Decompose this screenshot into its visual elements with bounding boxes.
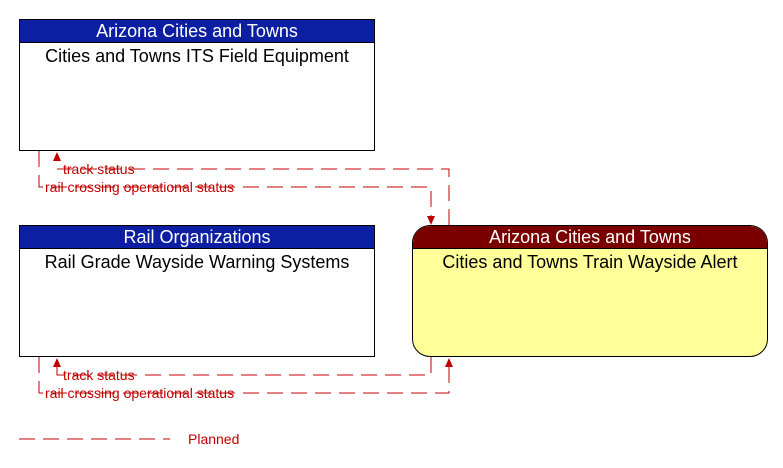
- arrowhead-icon: [53, 358, 61, 367]
- element-owner: Rail Organizations: [20, 226, 374, 249]
- flow-label-bottom-crossing: rail crossing operational status: [45, 385, 234, 401]
- flow-line-top-track[interactable]: [56, 160, 450, 225]
- arrowhead-icon: [445, 358, 453, 367]
- flow-line-bottom-crossing[interactable]: [38, 357, 450, 394]
- element-name: Cities and Towns Train Wayside Alert: [442, 252, 738, 272]
- arrowhead-icon: [53, 152, 61, 161]
- flow-label-top-track: track status: [63, 161, 135, 177]
- flow-label-top-crossing: rail crossing operational status: [45, 179, 234, 195]
- flow-line-top-crossing[interactable]: [38, 151, 432, 217]
- element-rail-wayside[interactable]: Rail Organizations Rail Grade Wayside Wa…: [19, 225, 375, 357]
- element-owner: Arizona Cities and Towns: [413, 226, 767, 249]
- element-owner: Arizona Cities and Towns: [20, 20, 374, 43]
- flow-line-bottom-track[interactable]: [56, 357, 432, 376]
- element-field-equipment[interactable]: Arizona Cities and Towns Cities and Town…: [19, 19, 375, 151]
- element-train-wayside-alert[interactable]: Arizona Cities and Towns Cities and Town…: [412, 225, 768, 357]
- element-name: Cities and Towns ITS Field Equipment: [45, 46, 349, 66]
- legend-planned-label: Planned: [188, 431, 239, 447]
- element-name: Rail Grade Wayside Warning Systems: [44, 252, 350, 272]
- arrowhead-icon: [427, 216, 435, 225]
- flow-label-bottom-track: track status: [63, 367, 135, 383]
